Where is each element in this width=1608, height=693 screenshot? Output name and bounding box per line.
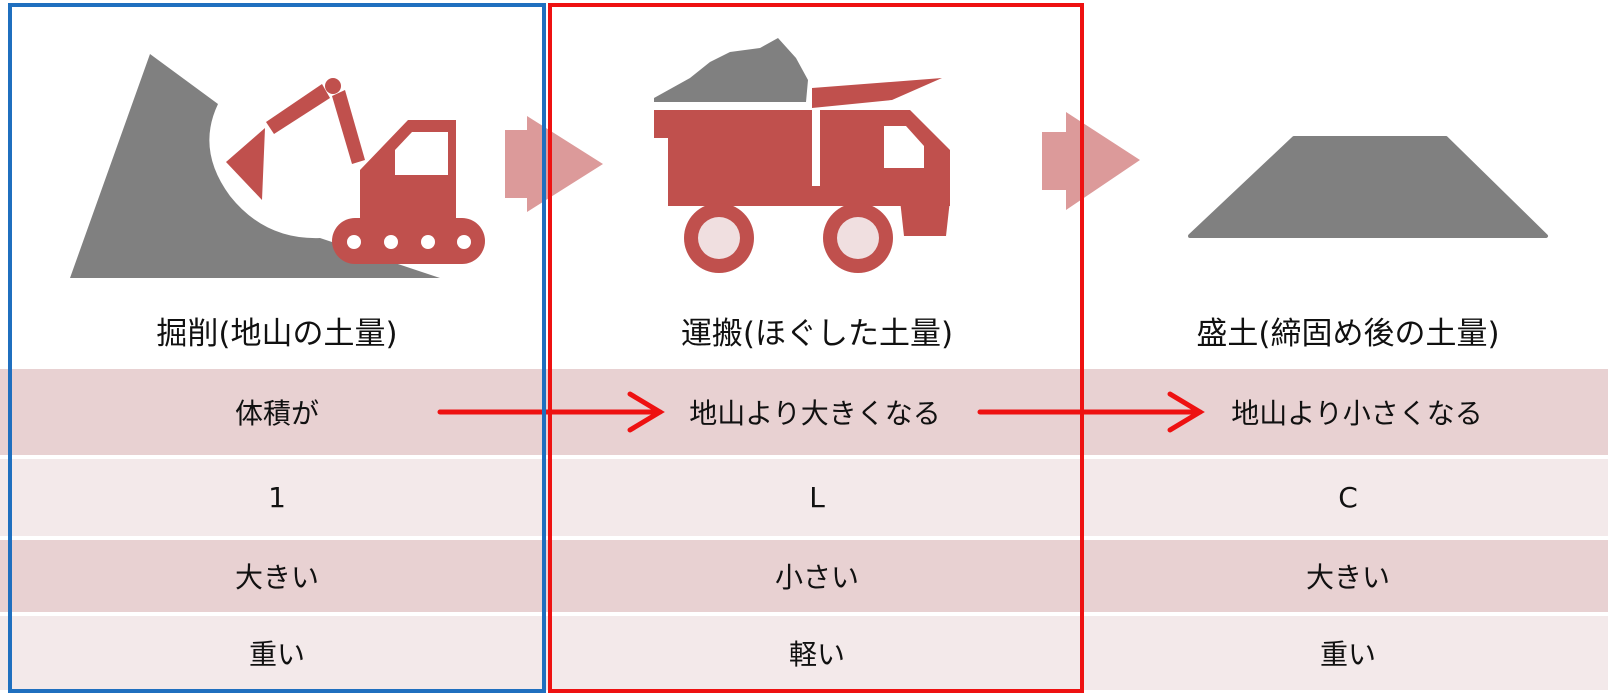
cell-density-embankment: 大きい: [1305, 561, 1390, 594]
flow-arrow-1: [505, 116, 603, 212]
truck-bumper: [900, 200, 950, 236]
truck-load: [654, 38, 808, 102]
cell-volume-header: 体積が: [234, 397, 319, 430]
row-band-volume: [0, 369, 1608, 455]
cell-ratio-excavation: 1: [268, 481, 286, 514]
cell-weight-embankment: 重い: [1319, 638, 1376, 671]
stage-label-transport: 運搬(ほぐした土量): [680, 315, 954, 352]
cell-weight-transport: 軽い: [788, 638, 845, 671]
cell-volume-embankment: 地山より小さくなる: [1231, 397, 1483, 430]
cell-volume-transport: 地山より大きくなる: [689, 397, 941, 430]
excavator-track: [332, 218, 485, 264]
row-band-ratio: [0, 459, 1608, 536]
row-band-weight: [0, 616, 1608, 690]
dump-truck-icon: [654, 38, 950, 273]
ground-slope-shape: [70, 54, 440, 278]
embankment-icon: [1188, 136, 1548, 238]
stage-label-excavation: 掘削(地山の土量): [156, 315, 398, 352]
cell-ratio-transport: L: [809, 481, 825, 514]
excavator-window: [395, 132, 448, 175]
cell-ratio-embankment: C: [1338, 481, 1358, 514]
stage-label-embankment: 盛土(締固め後の土量): [1196, 315, 1500, 352]
truck-bed: [654, 78, 942, 190]
excavator-boom-joint: [325, 78, 341, 94]
flow-arrow-2: [1042, 112, 1140, 210]
cell-density-excavation: 大きい: [234, 561, 319, 594]
row-band-density: [0, 540, 1608, 612]
excavator-boom: [266, 84, 330, 134]
cell-weight-excavation: 重い: [248, 638, 305, 671]
cell-density-transport: 小さい: [774, 561, 859, 594]
truck-window: [884, 126, 924, 168]
excavator-bucket: [226, 128, 265, 200]
excavator-arm: [332, 90, 365, 164]
truck-chassis: [668, 186, 950, 206]
excavator-icon: [70, 54, 485, 278]
pointer-arrow-2: [977, 391, 1205, 433]
